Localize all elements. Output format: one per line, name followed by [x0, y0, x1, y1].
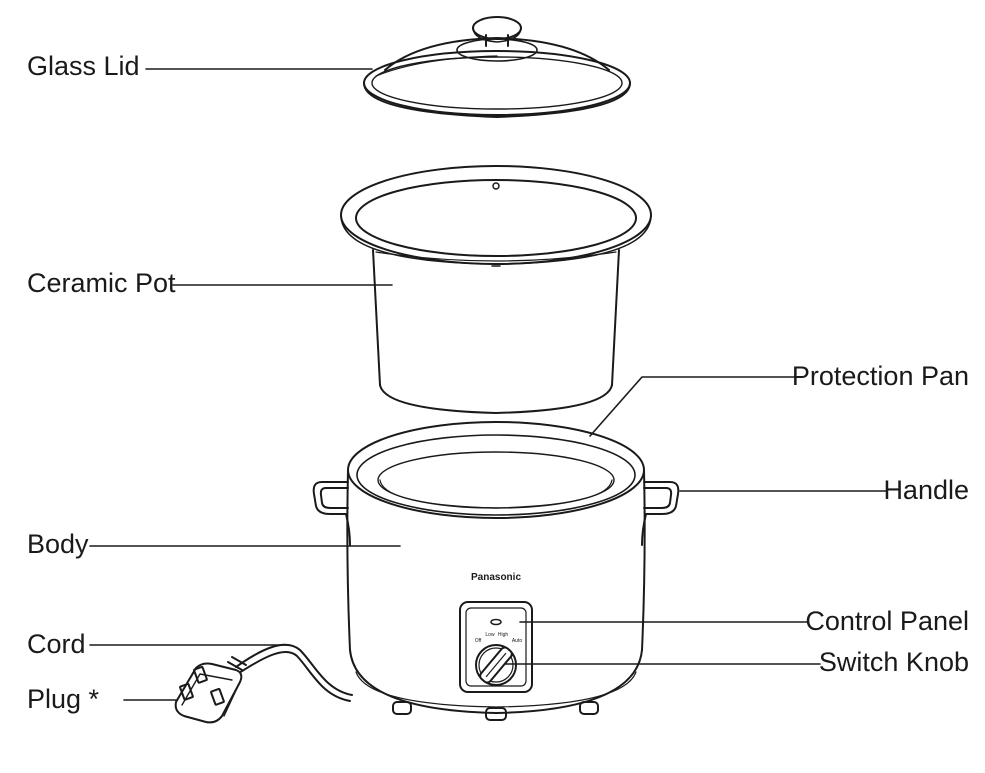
handle-left — [312, 481, 351, 546]
brand-logo: Panasonic — [471, 572, 521, 583]
label-glass-lid: Glass Lid — [27, 51, 140, 81]
leader-lines — [89, 68, 888, 701]
setting-low: Low — [485, 632, 495, 638]
label-handle: Handle — [883, 475, 969, 505]
leader-protection-pan — [589, 376, 796, 437]
glass-lid — [363, 16, 631, 118]
switch-knob[interactable] — [475, 644, 517, 686]
label-control-panel: Control Panel — [805, 606, 969, 636]
setting-auto: Auto — [512, 638, 523, 644]
label-switch-knob: Switch Knob — [818, 647, 969, 677]
indicator-lamp — [490, 618, 502, 626]
label-ceramic-pot: Ceramic Pot — [27, 268, 176, 298]
setting-off: Off — [475, 638, 482, 644]
label-protection-pan: Protection Pan — [791, 361, 969, 391]
handle-right — [641, 481, 680, 546]
ceramic-pot — [340, 165, 652, 414]
power-cord — [223, 643, 353, 702]
plug — [174, 662, 243, 724]
label-body: Body — [27, 529, 89, 559]
label-plug: Plug * — [27, 684, 100, 714]
label-cord: Cord — [27, 629, 86, 659]
control-panel: Low High Off Auto — [459, 601, 533, 693]
cooker-body — [346, 421, 646, 721]
setting-high: High — [498, 632, 509, 638]
